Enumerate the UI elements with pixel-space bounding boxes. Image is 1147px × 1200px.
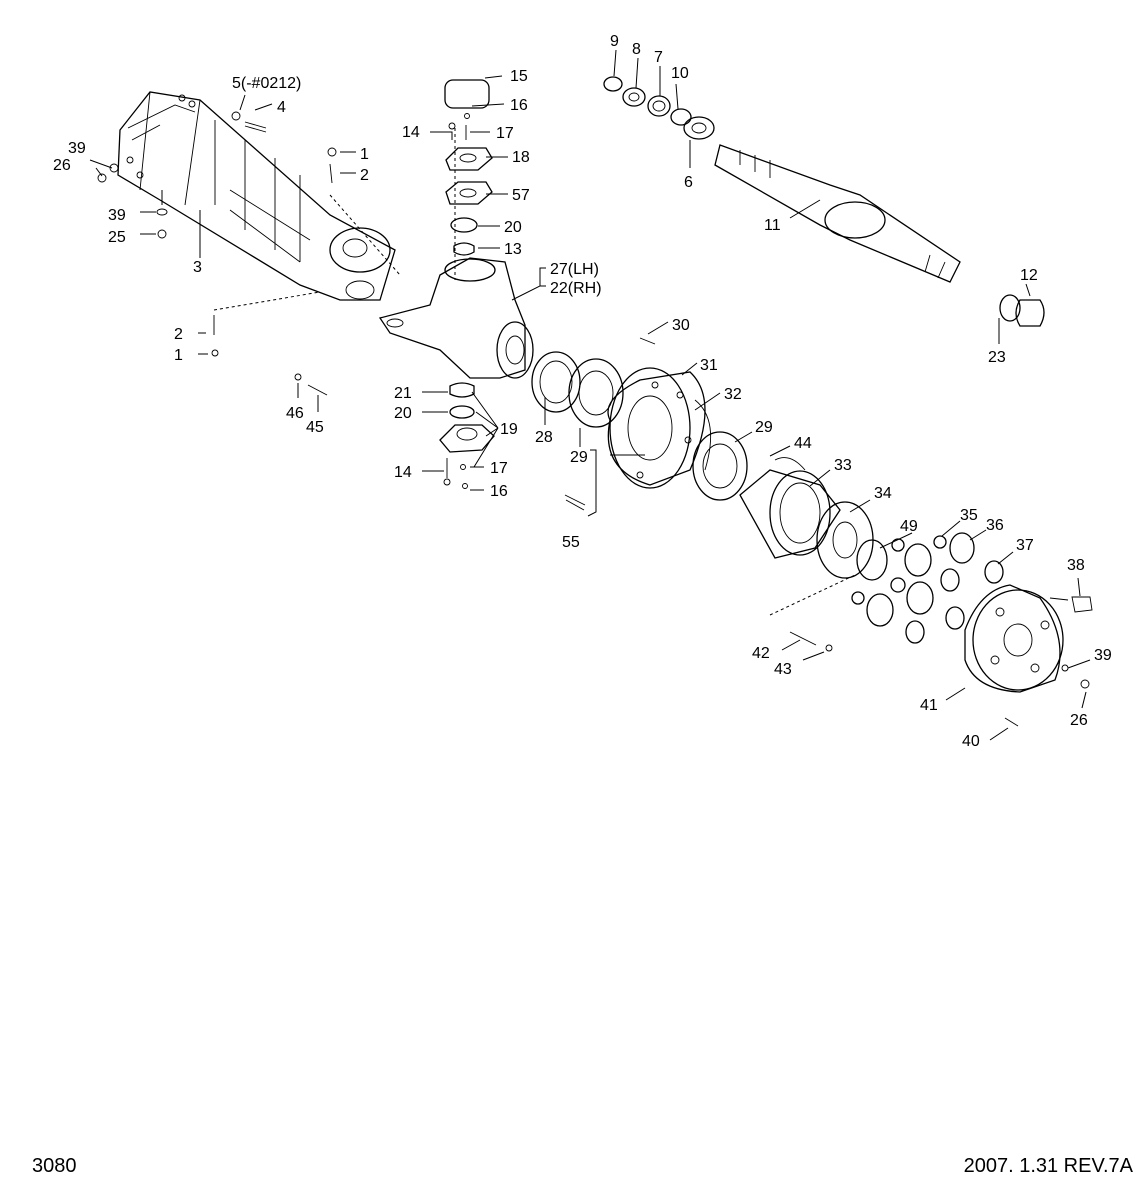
callout-41: 41 (920, 697, 938, 714)
page-number: 3080 (32, 1155, 77, 1177)
callout-34: 34 (874, 485, 892, 502)
planet-carrier (789, 584, 1093, 727)
hub-assembly (531, 337, 888, 581)
callout-20: 20 (504, 219, 522, 236)
callout-29: 29 (755, 419, 773, 436)
callout-20: 20 (394, 405, 412, 422)
callout-39: 39 (108, 207, 126, 224)
steering-knuckle (378, 257, 534, 379)
callout-4: 4 (277, 99, 286, 116)
callout-21: 21 (394, 385, 412, 402)
callout-25: 25 (108, 229, 126, 246)
callout-31: 31 (700, 357, 718, 374)
callout-37: 37 (1016, 537, 1034, 554)
callout-32: 32 (724, 386, 742, 403)
callout-11: 11 (764, 217, 781, 234)
callout-2: 2 (174, 326, 183, 343)
callout-28: 28 (535, 429, 553, 446)
callout-57: 57 (512, 187, 530, 204)
callout-5: 5(-#0212) (232, 75, 301, 92)
callout-38: 38 (1067, 557, 1085, 574)
axle-shaft (603, 76, 1045, 327)
callout-labels: 1 2 3 4 5(-#0212) 39 26 39 25 2 1 15 16 … (53, 33, 1112, 750)
callout-19: 19 (500, 421, 518, 438)
callout-45: 45 (306, 419, 324, 436)
callout-26: 26 (53, 157, 71, 174)
callout-1: 1 (174, 347, 183, 364)
callout-16: 16 (510, 97, 528, 114)
callout-8: 8 (632, 41, 641, 58)
callout-16: 16 (490, 483, 508, 500)
callout-10: 10 (671, 65, 689, 82)
callout-46: 46 (286, 405, 304, 422)
callout-23: 23 (988, 349, 1006, 366)
callout-27-lh: 27(LH) (550, 261, 599, 278)
callout-1: 1 (360, 146, 369, 163)
callout-42: 42 (752, 645, 770, 662)
callout-29: 29 (570, 449, 588, 466)
callout-43: 43 (774, 661, 792, 678)
callout-13: 13 (504, 241, 522, 258)
axle-housing (117, 91, 396, 301)
callout-44: 44 (794, 435, 812, 452)
callout-3: 3 (193, 259, 202, 276)
callout-22-rh: 22(RH) (550, 280, 602, 297)
callout-15: 15 (510, 68, 528, 85)
callout-39: 39 (68, 140, 86, 157)
planetary-gears (851, 532, 1004, 644)
callout-40: 40 (962, 733, 980, 750)
callout-26: 26 (1070, 712, 1088, 729)
callout-18: 18 (512, 149, 530, 166)
callout-39: 39 (1094, 647, 1112, 664)
callout-49: 49 (900, 518, 918, 535)
callout-33: 33 (834, 457, 852, 474)
housing-hardware (97, 111, 337, 396)
callout-17: 17 (496, 125, 514, 142)
revision-date: 2007. 1.31 REV.7A (963, 1155, 1133, 1177)
callout-36: 36 (986, 517, 1004, 534)
callout-17: 17 (490, 460, 508, 477)
callout-14: 14 (402, 124, 420, 141)
callout-30: 30 (672, 317, 690, 334)
callout-12: 12 (1020, 267, 1038, 284)
callout-55: 55 (562, 534, 580, 551)
kingpin-upper-parts (444, 79, 493, 280)
callout-9: 9 (610, 33, 619, 50)
callout-6: 6 (684, 174, 693, 191)
callout-7: 7 (654, 49, 663, 66)
callout-2: 2 (360, 167, 369, 184)
leader-lines (89, 49, 1091, 741)
callout-35: 35 (960, 507, 978, 524)
kingpin-lower-parts (439, 382, 495, 489)
callout-14: 14 (394, 464, 412, 481)
